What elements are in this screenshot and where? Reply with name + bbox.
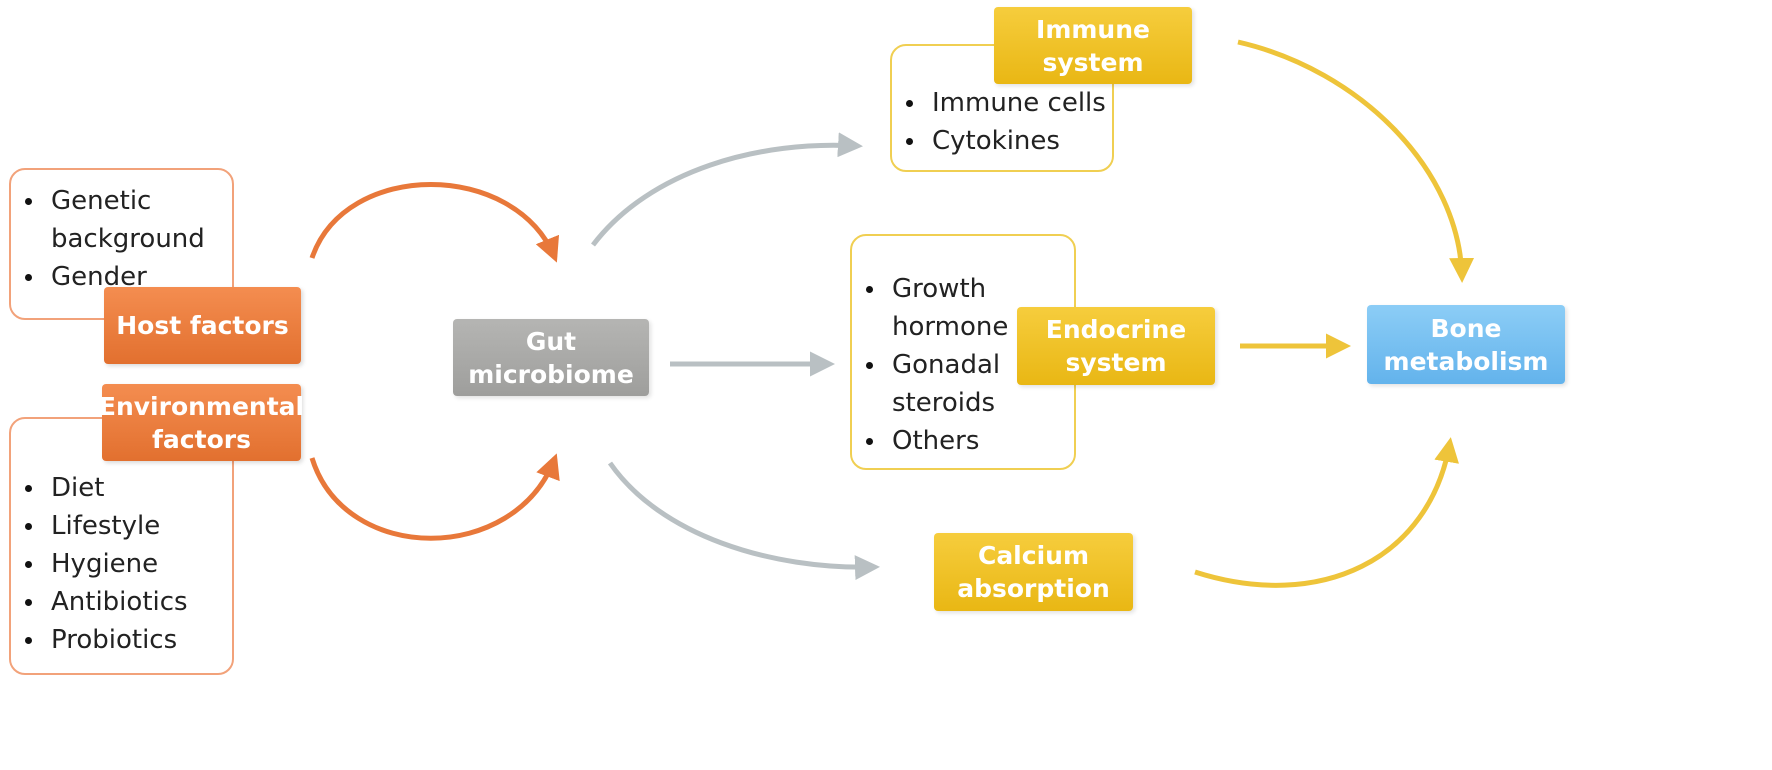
endocrine-system-item: Gonadal steroids [858,346,1028,422]
endocrine-system-label: Endocrine system [1045,315,1187,377]
arrow-calcium-to-bone [1194,437,1459,588]
calcium-absorption-label: Calcium absorption [957,541,1110,603]
endocrine-system-node: Endocrine system [1017,307,1215,385]
host-factors-node: Host factors [104,287,301,364]
immune-system-item: Immune cells [898,84,1108,122]
environmental-factors-node: Environmental factors [98,384,305,461]
host-factors-list: Genetic background Gender [17,182,217,296]
arrow-gut-to-calcium [607,461,880,581]
immune-system-label: Immune system [1036,14,1150,77]
gut-microbiome-label: Gut microbiome [468,326,634,389]
environmental-factor-item: Probiotics [17,621,217,659]
bone-metabolism-label: Bone metabolism [1383,313,1549,376]
environmental-factors-list: Diet Lifestyle Hygiene Antibiotics Probi… [17,469,217,659]
bone-metabolism-node: Bone metabolism [1367,305,1565,384]
arrow-immune-to-bone [1237,39,1475,283]
arrow-gut-to-immune [591,132,863,247]
gut-microbiome-node: Gut microbiome [453,319,649,396]
endocrine-system-item: Others [858,422,1028,460]
immune-system-item: Cytokines [898,122,1108,160]
calcium-absorption-node: Calcium absorption [934,533,1133,611]
arrow-host-to-gut [309,182,559,263]
immune-system-node: Immune system [994,7,1192,84]
environmental-factor-item: Diet [17,469,217,507]
environmental-factors-label: Environmental factors [98,391,305,454]
environmental-factor-item: Hygiene [17,545,217,583]
host-factors-label: Host factors [116,311,289,340]
immune-system-list: Immune cells Cytokines [898,84,1108,160]
host-factor-item: Genetic background [17,182,217,258]
arrow-environment-to-gut [309,453,560,541]
endocrine-system-list: Growth hormone Gonadal steroids Others [858,270,1028,460]
environmental-factor-item: Antibiotics [17,583,217,621]
environmental-factor-item: Lifestyle [17,507,217,545]
endocrine-system-item: Growth hormone [858,270,1028,346]
